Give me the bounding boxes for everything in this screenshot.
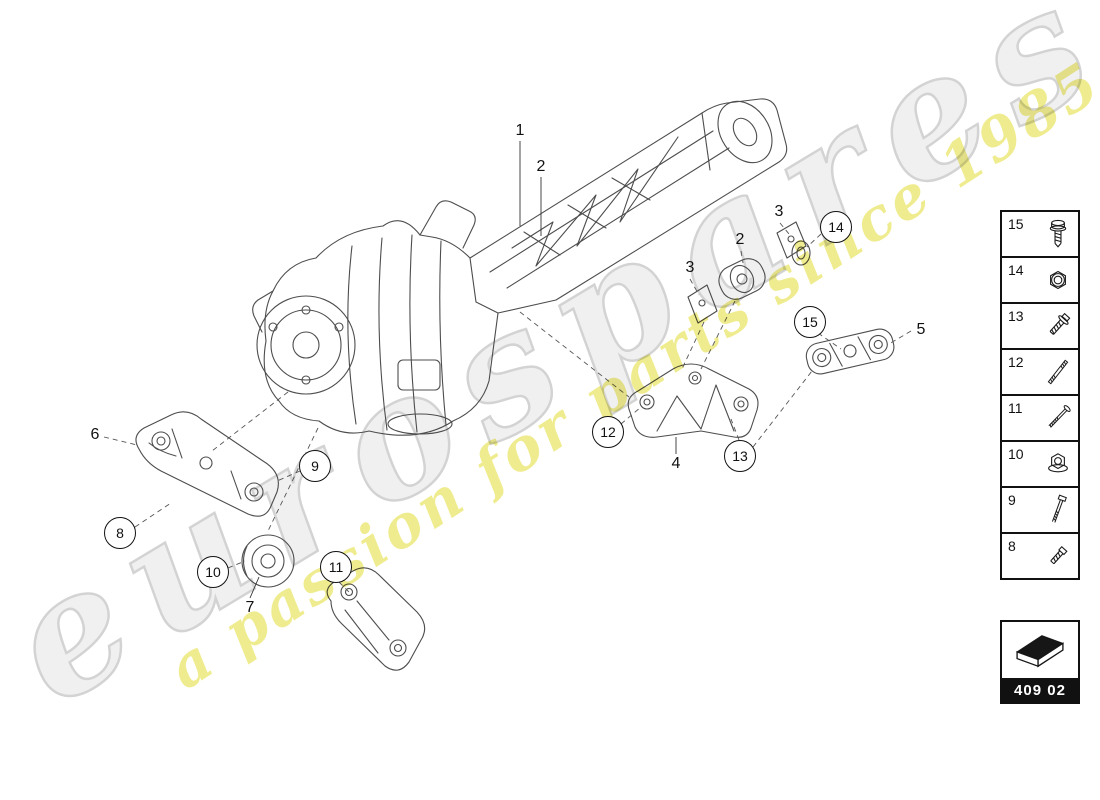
part-group-arrow-icon [1002, 622, 1078, 678]
part-group-code: 409 02 [1002, 678, 1078, 702]
legend-cell-12: 12 [1000, 348, 1080, 396]
legend-cell-11: 11 [1000, 394, 1080, 442]
legend-number: 8 [1008, 538, 1016, 554]
legend-cell-10: 10 [1000, 440, 1080, 488]
legend-number: 12 [1008, 354, 1024, 370]
flange-bolt-icon [1046, 311, 1073, 338]
legend-number: 10 [1008, 446, 1024, 462]
legend-number: 15 [1008, 216, 1024, 232]
legend-number: 13 [1008, 308, 1024, 324]
legend-cell-13: 13 [1000, 302, 1080, 350]
legend-cell-14: 14 [1000, 256, 1080, 304]
nut-washer-icon [1048, 453, 1068, 473]
long-bolt-icon [1049, 494, 1067, 524]
long-screw-icon [1046, 404, 1072, 430]
part-group-box: 409 02 [1000, 620, 1080, 704]
legend-number: 9 [1008, 492, 1016, 508]
short-screw-icon [1049, 546, 1068, 566]
stud-bolt-icon [1047, 359, 1069, 385]
hex-nut-icon [1050, 270, 1066, 290]
screw-flange-icon [1049, 219, 1067, 248]
fastener-legend: 15 14 13 12 11 10 9 8 [1000, 210, 1080, 580]
legend-cell-8: 8 [1000, 532, 1080, 580]
legend-cell-15: 15 [1000, 210, 1080, 258]
legend-number: 14 [1008, 262, 1024, 278]
legend-cell-9: 9 [1000, 486, 1080, 534]
legend-number: 11 [1008, 400, 1023, 416]
